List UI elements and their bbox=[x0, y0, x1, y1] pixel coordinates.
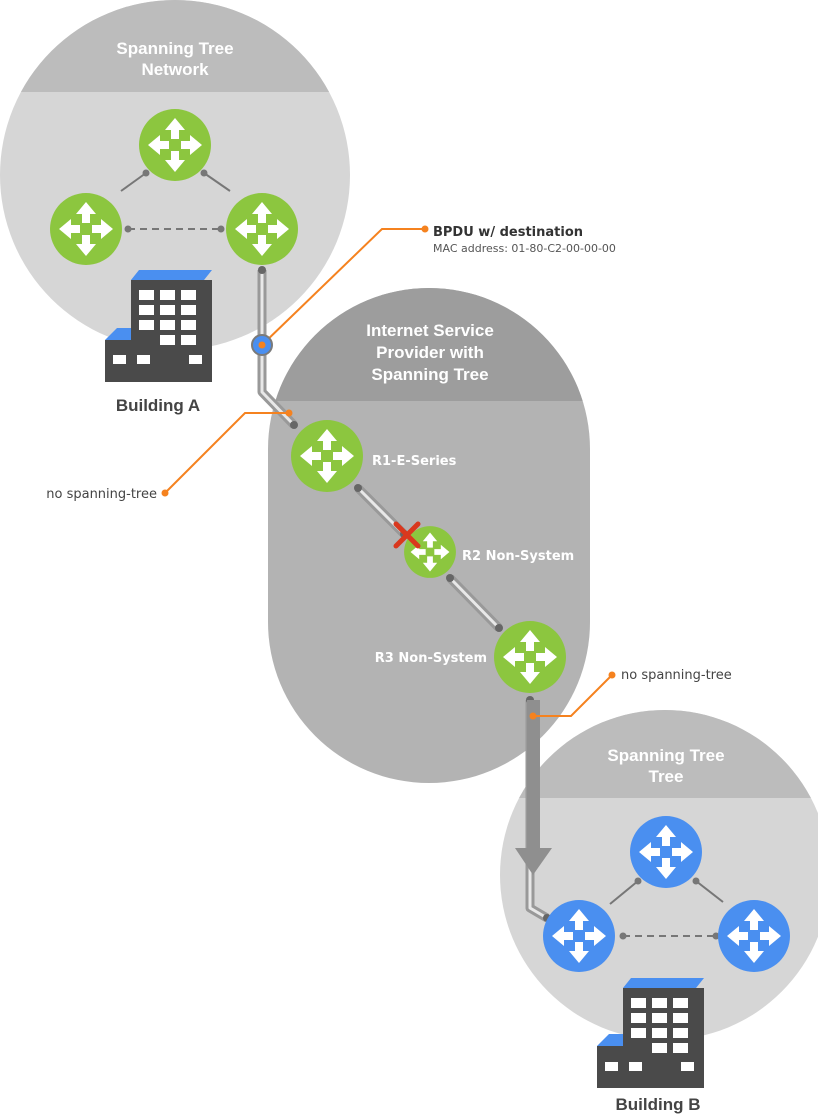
router-r1-label: R1-E-Series bbox=[372, 454, 457, 469]
router-icon bbox=[630, 816, 702, 888]
blocked-x-icon bbox=[393, 521, 421, 549]
router-r3-label: R3 Non-System bbox=[375, 651, 487, 666]
arrow-down-icon bbox=[515, 700, 552, 875]
region-b-title-line2: Tree bbox=[649, 767, 684, 786]
router-icon bbox=[543, 900, 615, 972]
bpdu-title: BPDU w/ destination bbox=[433, 225, 583, 240]
router-icon bbox=[718, 900, 790, 972]
links-network-a bbox=[120, 169, 231, 233]
bpdu-mac: MAC address: 01-80-C2-00-00-00 bbox=[433, 242, 616, 255]
router-r3-icon bbox=[494, 621, 566, 693]
router-r2-icon bbox=[404, 526, 456, 578]
no-stp-right-callout: no spanning-tree bbox=[529, 668, 732, 720]
building-a-label: Building A bbox=[116, 396, 200, 415]
region-a-title-line2: Network bbox=[141, 60, 209, 79]
building-b-label: Building B bbox=[616, 1095, 701, 1114]
isp-title-line1: Internet Service bbox=[366, 321, 494, 340]
router-icon bbox=[226, 193, 298, 265]
region-a-title-line1: Spanning Tree bbox=[116, 39, 233, 58]
links-network-b bbox=[609, 877, 724, 940]
router-icon bbox=[50, 193, 122, 265]
building-a-icon bbox=[105, 270, 212, 382]
no-stp-right-label: no spanning-tree bbox=[621, 668, 732, 683]
isp-title-line3: Spanning Tree bbox=[371, 365, 488, 384]
no-stp-left-callout: no spanning-tree bbox=[46, 409, 293, 502]
router-r1-icon bbox=[291, 420, 363, 492]
router-icon bbox=[139, 109, 211, 181]
router-r2-label: R2 Non-System bbox=[462, 549, 574, 564]
no-stp-left-label: no spanning-tree bbox=[46, 487, 157, 502]
bpdu-callout: BPDU w/ destination MAC address: 01-80-C… bbox=[251, 225, 616, 356]
region-b-title-line1: Spanning Tree bbox=[607, 746, 724, 765]
building-b-icon bbox=[597, 978, 704, 1088]
isp-title-line2: Provider with bbox=[376, 343, 484, 362]
